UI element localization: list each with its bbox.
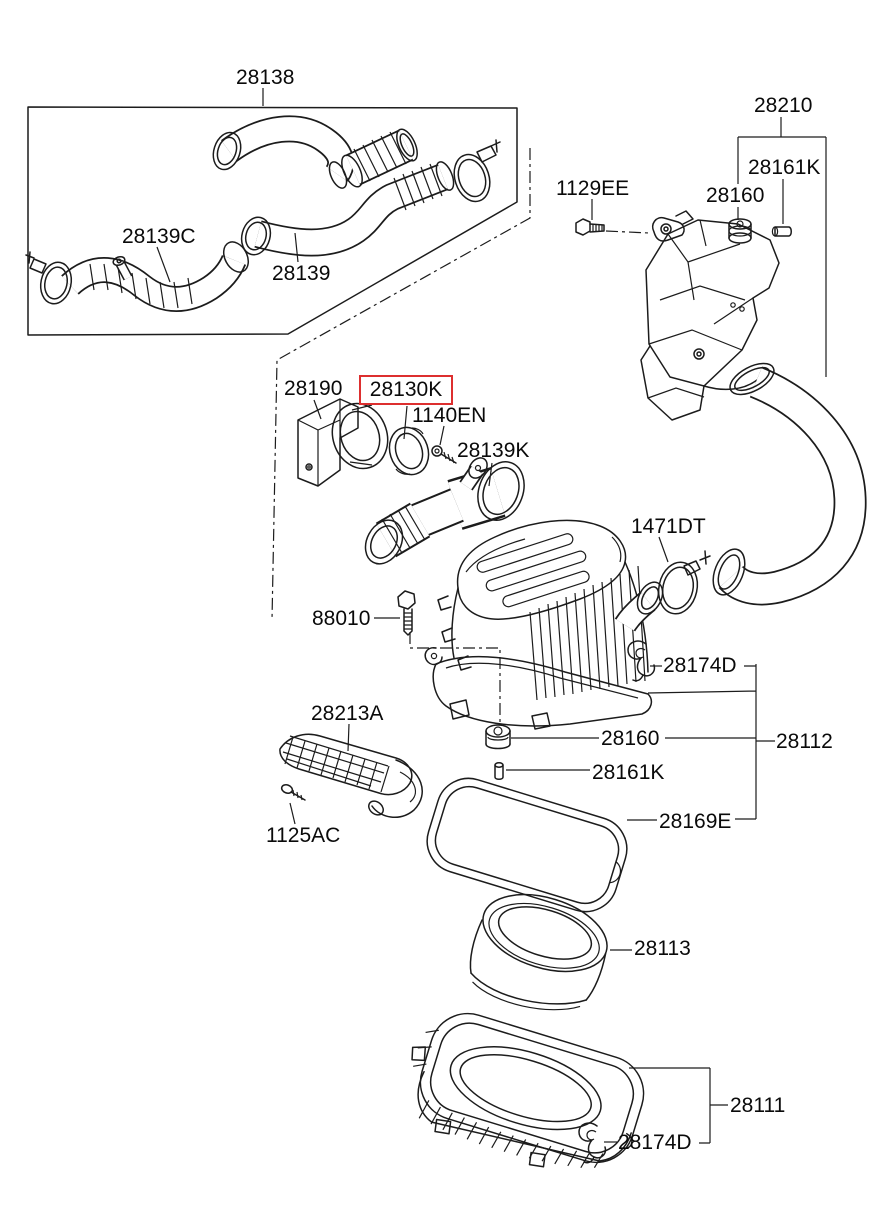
part-label-28190[interactable]: 28190	[284, 377, 343, 400]
clip-28174d-lower-drawing	[579, 1123, 605, 1163]
corrugated-hose-28138-drawing	[338, 126, 422, 190]
clip-28174d-upper-drawing	[628, 641, 654, 681]
duct-28139k-drawing	[358, 454, 532, 570]
screw-1140en-drawing	[432, 446, 456, 463]
clamp-28138-drawing	[448, 140, 500, 206]
part-label-28161k-mid[interactable]: 28161K	[592, 761, 665, 784]
maf-sensor-28190-drawing	[298, 396, 396, 486]
bolt-88010-drawing	[398, 591, 415, 635]
part-label-28138[interactable]: 28138	[236, 66, 295, 89]
bracket-lines	[629, 137, 826, 1143]
part-label-1140en[interactable]: 1140EN	[412, 404, 487, 427]
part-label-1129ee[interactable]: 1129EE	[556, 177, 630, 200]
part-label-28210[interactable]: 28210	[754, 94, 813, 117]
part-label-28161k-top[interactable]: 28161K	[748, 156, 821, 179]
part-label-28160-top[interactable]: 28160	[706, 184, 765, 207]
resonator-outlet-hose-drawing	[707, 357, 850, 599]
part-label-28113[interactable]: 28113	[634, 937, 691, 960]
part-label-28112[interactable]: 28112	[776, 730, 833, 753]
gasket-28169e-drawing	[419, 770, 635, 919]
bolt-1129ee-drawing	[576, 219, 604, 235]
box-28138-group	[28, 107, 517, 335]
pin-28161k-top-drawing	[772, 227, 791, 236]
part-label-28139k[interactable]: 28139K	[457, 439, 530, 462]
leader-lines	[157, 88, 783, 1142]
hose-28139c-drawing	[26, 238, 253, 308]
hose-28139-drawing	[238, 159, 458, 258]
clamp-1471dt-drawing	[654, 551, 710, 617]
resonator-28210-drawing	[641, 211, 779, 420]
tray-28213a-drawing	[280, 734, 422, 818]
part-label-28174d-lower[interactable]: 28174D	[618, 1131, 692, 1154]
part-label-28174d-upper[interactable]: 28174D	[663, 654, 737, 677]
part-label-88010[interactable]: 88010	[312, 607, 371, 630]
grommet-28160-top-drawing	[729, 219, 751, 243]
filter-28113-drawing	[460, 880, 617, 1025]
part-label-28111[interactable]: 28111	[730, 1094, 786, 1117]
part-label-28169e[interactable]: 28169E	[659, 810, 732, 833]
part-label-28130k-selected[interactable]: 28130K	[369, 378, 443, 401]
dashdot-region-boundary	[272, 148, 530, 620]
part-label-28213a[interactable]: 28213A	[311, 702, 384, 725]
seal-ring-28130k-drawing	[384, 422, 435, 479]
screw-1125ac-drawing	[280, 783, 305, 800]
part-label-1125ac[interactable]: 1125AC	[266, 824, 341, 847]
part-label-28139[interactable]: 28139	[272, 262, 331, 285]
grommet-28160-mid-drawing	[486, 725, 510, 749]
air-cleaner-body-drawing	[425, 520, 668, 729]
hose-28138-drawing	[209, 129, 350, 191]
part-label-28139c[interactable]: 28139C	[122, 225, 196, 248]
selected-part-highlight-box[interactable]: 28130K	[359, 375, 453, 405]
part-label-1471dt[interactable]: 1471DT	[631, 515, 706, 538]
part-label-28160-mid[interactable]: 28160	[601, 727, 660, 750]
pin-28161k-mid-drawing	[495, 763, 503, 779]
housing-28111-drawing	[390, 1000, 655, 1192]
